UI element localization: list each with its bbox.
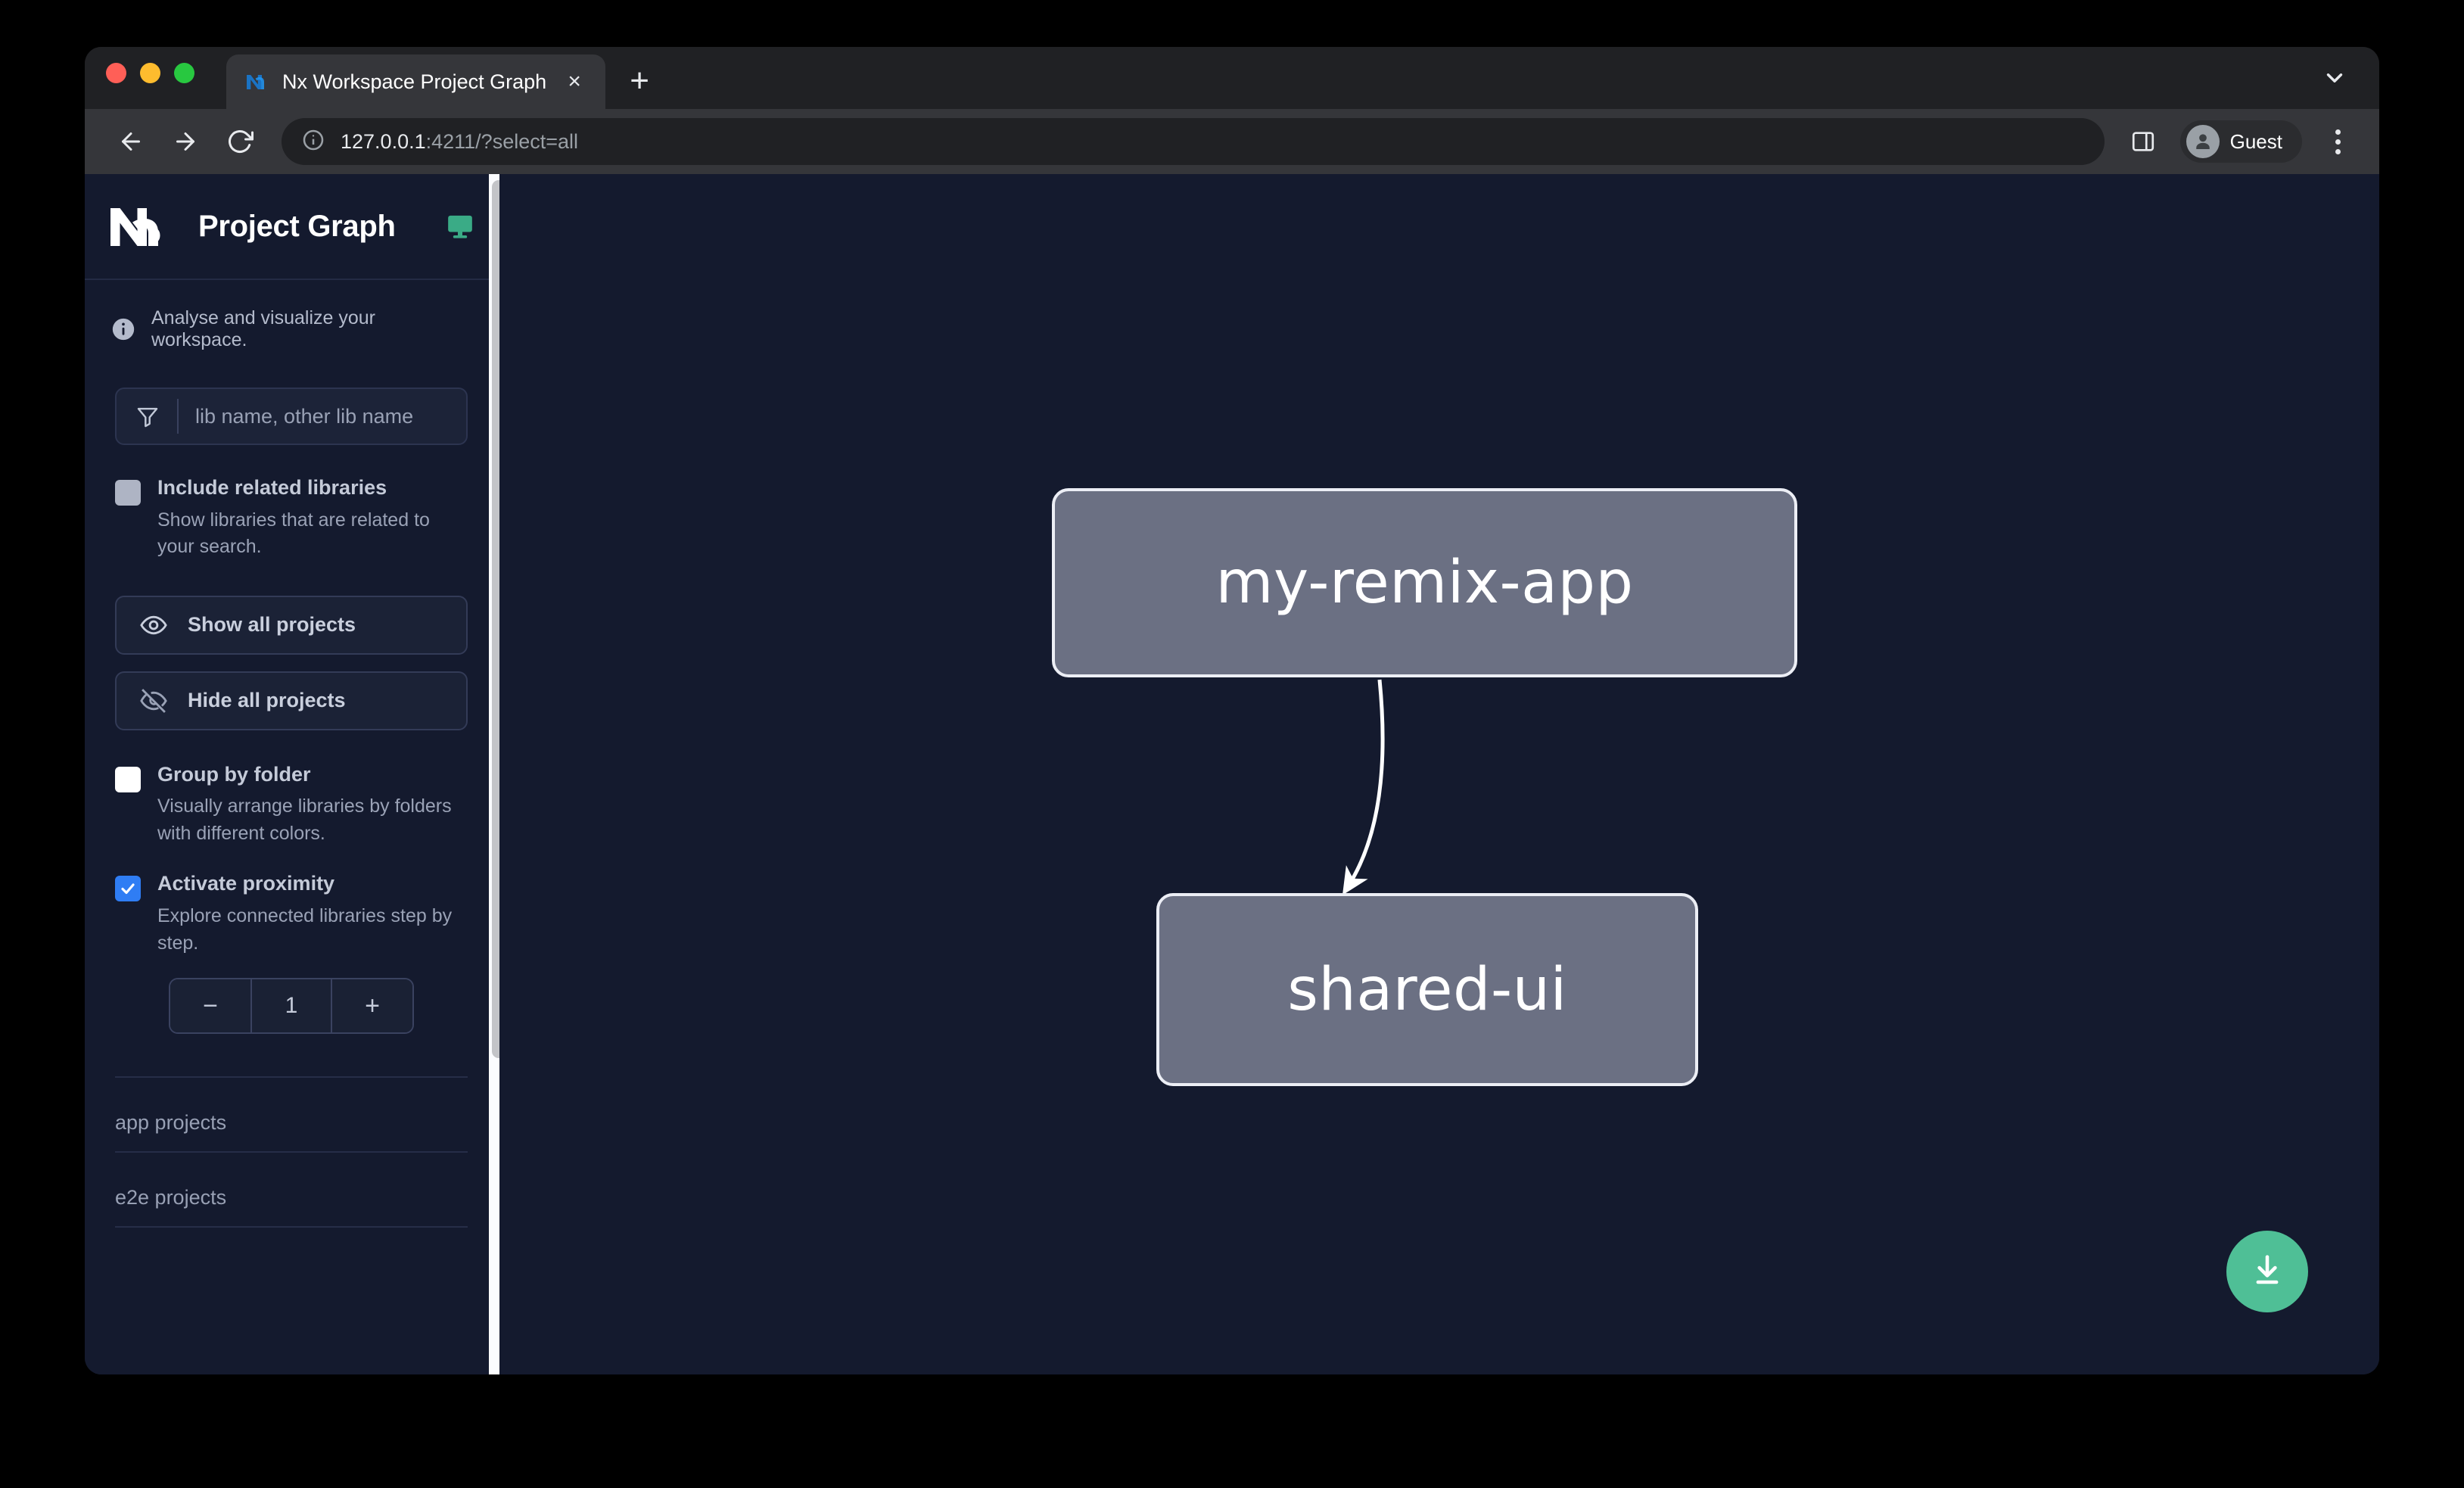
browser-toolbar: 127.0.0.1:4211/?select=all Guest: [85, 109, 2379, 174]
download-icon: [2248, 1250, 2287, 1293]
search-section: [85, 351, 498, 445]
option-description: Visually arrange libraries by folders wi…: [157, 795, 452, 844]
close-window-button[interactable]: [106, 62, 126, 83]
nx-logo-icon: [109, 205, 174, 247]
hide-all-projects-button[interactable]: Hide all projects: [115, 671, 468, 730]
address-bar-text: 127.0.0.1:4211/?select=all: [341, 130, 578, 154]
page-content: Project Graph Analy: [85, 174, 2379, 1374]
maximize-window-button[interactable]: [174, 62, 194, 83]
project-groups: app projects e2e projects: [85, 1078, 498, 1228]
page-title: Project Graph: [198, 209, 396, 243]
sidebar: Project Graph Analy: [85, 174, 509, 1374]
graph-node-shared-ui[interactable]: shared-ui: [1156, 893, 1698, 1086]
tab-title: Nx Workspace Project Graph: [282, 70, 547, 93]
info-row: Analyse and visualize your workspace.: [85, 280, 498, 351]
url-host: 127.0.0.1: [341, 129, 426, 153]
option-label: Include related libraries: [157, 476, 387, 499]
option-label: Group by folder: [157, 762, 311, 786]
option-description: Show libraries that are related to your …: [157, 509, 430, 558]
group-by-folder-checkbox[interactable]: [115, 766, 141, 792]
chevron-down-icon[interactable]: [2317, 61, 2352, 95]
info-circle-icon[interactable]: [301, 128, 325, 156]
sidebar-divider: [115, 1076, 468, 1079]
proximity-stepper: − 1 +: [169, 978, 414, 1035]
window-controls: [106, 47, 194, 109]
search-box[interactable]: [115, 388, 468, 445]
project-graph-canvas[interactable]: my-remix-app shared-ui: [499, 174, 2379, 1374]
proximity-stepper-wrap: − 1 +: [85, 957, 498, 1035]
nx-logo-icon: [244, 70, 269, 94]
new-tab-button[interactable]: +: [630, 62, 649, 99]
minimize-window-button[interactable]: [140, 62, 160, 83]
eye-slash-icon: [139, 686, 168, 715]
include-related-libraries-checkbox[interactable]: [115, 480, 141, 506]
proximity-increment-button[interactable]: +: [332, 979, 412, 1033]
option-text-group: Group by folder Visually arrange librari…: [157, 762, 465, 848]
browser-window: Nx Workspace Project Graph × +: [85, 47, 2379, 1374]
graph-node-label: my-remix-app: [1215, 549, 1634, 617]
option-description: Explore connected libraries step by step…: [157, 905, 453, 954]
activate-proximity-checkbox[interactable]: [115, 876, 141, 902]
visibility-buttons: Show all projects Hide all projects: [85, 561, 498, 730]
e2e-projects-header[interactable]: e2e projects: [115, 1153, 468, 1228]
proximity-value: 1: [250, 979, 332, 1033]
monitor-icon[interactable]: [445, 211, 475, 241]
tab-strip: Nx Workspace Project Graph × +: [85, 47, 2379, 109]
edge-my-remix-app-to-shared-ui: [1342, 679, 1385, 895]
proximity-decrement-button[interactable]: −: [170, 979, 250, 1033]
option-text-group: Activate proximity Explore connected lib…: [157, 873, 465, 957]
browser-tab[interactable]: Nx Workspace Project Graph ×: [226, 54, 606, 109]
search-divider: [177, 399, 179, 434]
graph-edges: [1342, 679, 1385, 895]
option-group-by-folder[interactable]: Group by folder Visually arrange librari…: [85, 762, 498, 848]
sidebar-header: Project Graph: [85, 174, 498, 280]
avatar: [2186, 125, 2220, 158]
info-text: Analyse and visualize your workspace.: [151, 307, 375, 350]
url-path: :4211/?select=all: [425, 129, 579, 153]
forward-arrow-icon[interactable]: [162, 118, 209, 165]
app-projects-header[interactable]: app projects: [115, 1078, 468, 1153]
graph-options: Group by folder Visually arrange librari…: [85, 730, 498, 957]
info-circle-icon: [110, 316, 136, 342]
profile-name: Guest: [2229, 129, 2282, 153]
side-panel-icon[interactable]: [2123, 121, 2164, 162]
option-label: Activate proximity: [157, 872, 335, 895]
kebab-menu-icon[interactable]: [2317, 121, 2358, 162]
profile-button[interactable]: Guest: [2179, 120, 2302, 163]
graph-node-label: shared-ui: [1287, 955, 1567, 1024]
address-bar[interactable]: 127.0.0.1:4211/?select=all: [282, 118, 2105, 165]
option-activate-proximity[interactable]: Activate proximity Explore connected lib…: [85, 873, 498, 957]
show-all-projects-label: Show all projects: [188, 613, 356, 637]
back-arrow-icon[interactable]: [107, 118, 154, 165]
hide-all-projects-label: Hide all projects: [188, 689, 346, 712]
filter-funnel-icon: [135, 403, 160, 429]
option-include-related-libraries[interactable]: Include related libraries Show libraries…: [85, 445, 498, 561]
reload-icon[interactable]: [216, 118, 263, 165]
eye-icon: [139, 611, 168, 640]
download-graph-button[interactable]: [2226, 1231, 2308, 1312]
close-tab-button[interactable]: ×: [568, 69, 581, 94]
show-all-projects-button[interactable]: Show all projects: [115, 595, 468, 655]
search-input[interactable]: [195, 404, 463, 428]
option-text-group: Include related libraries Show libraries…: [157, 476, 465, 561]
graph-node-my-remix-app[interactable]: my-remix-app: [1052, 488, 1797, 677]
